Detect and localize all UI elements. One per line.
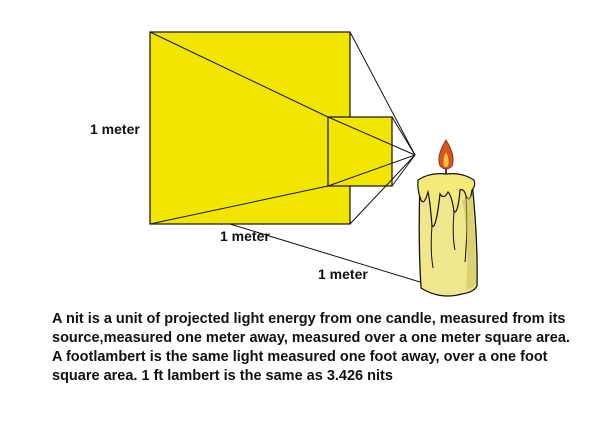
- distance-label: 1 meter: [318, 266, 368, 282]
- square-diagonal-top: [149, 31, 329, 118]
- candle: [417, 139, 478, 297]
- candle-shading: [462, 196, 476, 290]
- candle-drip-streak-3: [452, 211, 456, 251]
- ray-to-small-top-left: [327, 116, 416, 156]
- caption-text: A nit is a unit of projected light energ…: [52, 311, 570, 384]
- ray-to-square-top: [349, 31, 416, 156]
- square-width-label: 1 meter: [220, 228, 270, 244]
- candle-drip-streak-1: [430, 225, 434, 269]
- square-diagonal-bottom: [149, 185, 329, 225]
- flame-inner: [443, 152, 449, 167]
- ray-to-small-bottom-left: [327, 154, 416, 187]
- ray-to-small-top-right: [391, 116, 416, 156]
- ray-to-small-bottom-right: [391, 154, 416, 187]
- square-height-label: 1 meter: [90, 121, 140, 137]
- distance-line: [229, 223, 421, 283]
- one-meter-square: [149, 31, 351, 225]
- one-foot-square: [327, 116, 393, 187]
- ray-to-square-bottom: [349, 154, 416, 225]
